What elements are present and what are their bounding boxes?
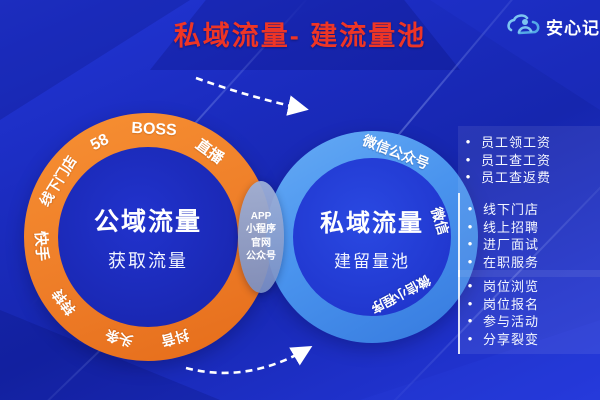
bullet-dot-icon: • [467, 278, 473, 294]
panel-item: • 员工领工资 [465, 134, 552, 151]
bullet-dot-icon: • [467, 295, 473, 311]
private-circle-subtitle: 建留量池 [334, 251, 410, 271]
ring-label-boss: BOSS [130, 119, 178, 140]
bullet-dot-icon: • [467, 236, 473, 252]
bottom-flow-arrow [185, 346, 313, 375]
lens-line-website: 官网 [251, 237, 271, 249]
brand-name: 安心记 [546, 18, 600, 38]
cloud-person-logo-icon [505, 12, 541, 40]
bullet-dot-icon: • [465, 134, 471, 150]
bullet-dot-icon: • [467, 313, 473, 329]
panel-item: • 进厂面试 [467, 236, 540, 253]
bullet-dot-icon: • [467, 201, 473, 217]
brand-logo: 安心记 [505, 11, 600, 41]
lens-line-official-account: 公众号 [246, 251, 276, 262]
lens-line-miniprogram: 小程序 [246, 224, 276, 235]
panel-item: • 员工查工资 [465, 151, 552, 168]
bullet-dot-icon: • [465, 169, 471, 185]
panel-item: • 线上招聘 [467, 218, 540, 235]
lens-line-app: APP [250, 210, 272, 222]
panel-item: • 参与活动 [467, 313, 540, 330]
bullet-dot-icon: • [465, 151, 471, 167]
panel-salary-services: • 员工领工资 • 员工查工资 • 员工查返费 [458, 126, 600, 193]
panel-item: • 岗位报名 [467, 295, 540, 312]
panel-item: • 岗位浏览 [467, 278, 540, 295]
panel-item: • 线下门店 [467, 201, 540, 218]
public-traffic-inner: 公域流量 获取流量 [58, 147, 238, 327]
page-title: 私域流量- 建流量池 [173, 21, 427, 51]
panel-engagement-services: • 岗位浏览 • 岗位报名 • 参与活动 • 分享裂变 [458, 270, 600, 354]
ring-label-kuaishou: 快手 [31, 230, 51, 262]
bullet-dot-icon: • [467, 330, 473, 346]
panel-recruitment-services: • 线下门店 • 线上招聘 • 进厂面试 • 在职服务 [458, 193, 600, 277]
panel-item: • 分享裂变 [467, 330, 540, 347]
private-traffic-inner: 私域流量 建留量池 [293, 158, 451, 316]
top-flow-arrow [195, 76, 309, 116]
private-traffic-circle: 私域流量 建留量池 [266, 131, 478, 343]
bullet-dot-icon: • [467, 253, 473, 269]
public-traffic-circle: 公域流量 获取流量 [24, 113, 272, 361]
public-circle-title: 公域流量 [93, 207, 202, 236]
public-circle-subtitle: 获取流量 [108, 250, 188, 271]
private-circle-title: 私域流量 [320, 209, 424, 237]
bullet-dot-icon: • [467, 218, 473, 234]
overlap-lens: APP 小程序 官网 公众号 [238, 181, 284, 293]
panel-item: • 员工查返费 [465, 169, 552, 186]
panel-item: • 在职服务 [467, 253, 540, 270]
